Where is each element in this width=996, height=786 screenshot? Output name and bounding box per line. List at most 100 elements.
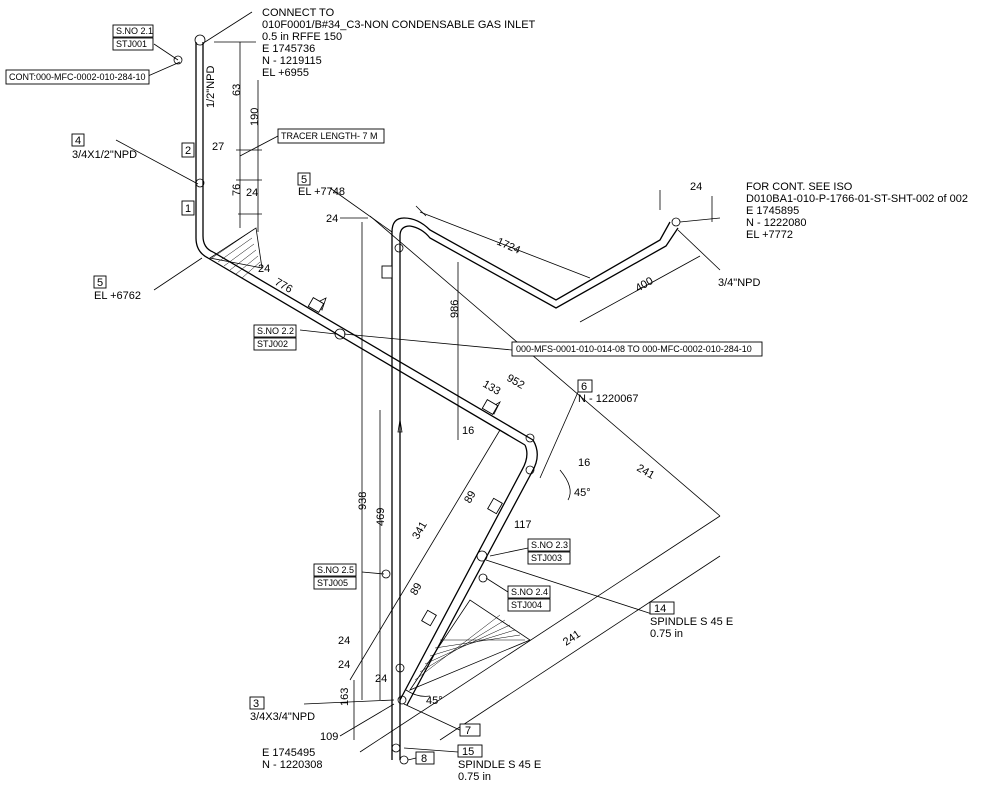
dim-163: 163 (339, 688, 351, 706)
connect-east: E 1745736 (262, 43, 315, 55)
item-1-number: 1 (185, 203, 191, 215)
dim-16-b: 16 (578, 457, 590, 469)
connect-line: 010F0001/B#34_C3-NON CONDENSABLE GAS INL… (262, 19, 536, 31)
pipe-diagonal-776-b (212, 251, 534, 441)
pipe-top-run (403, 217, 671, 301)
connect-size: 0.5 in RFFE 150 (262, 31, 342, 43)
dim-76: 76 (231, 184, 243, 196)
cont-top-title: FOR CONT. SEE ISO (746, 181, 853, 193)
item-6-number: 6 (581, 381, 587, 393)
tracer-label: TRACER LENGTH- 7 M (281, 131, 378, 141)
bottom-north: N - 1220308 (262, 759, 323, 771)
stj-005: STJ005 (317, 578, 348, 588)
stj-001: STJ001 (116, 39, 147, 49)
dim-24-a: 24 (246, 187, 258, 199)
stj-004: STJ004 (511, 600, 542, 610)
dim-45-a: 45° (574, 487, 591, 499)
dim-400: 400 (634, 275, 656, 295)
dim-952: 952 (505, 372, 527, 392)
cont-top-iso: D010BA1-010-P-1766-01-ST-SHT-002 of 002 (746, 193, 968, 205)
dim-133: 133 (481, 378, 503, 398)
pipe-diagonal-776 (207, 257, 526, 446)
spec-markers (307, 265, 503, 627)
dimension-lines (204, 11, 721, 753)
leader-lines (115, 43, 721, 761)
sno-tag-2-5: S.NO 2.5 STJ005 (313, 563, 357, 590)
item-5a-number: 5 (301, 174, 307, 186)
dim-89-a: 89 (462, 489, 479, 506)
item-3-number: 3 (253, 698, 259, 710)
item-2-number: 2 (185, 145, 191, 157)
dim-117: 117 (514, 519, 532, 531)
hatch-lower (408, 599, 531, 691)
dim-109: 109 (320, 731, 338, 743)
item-14-size: 0.75 in (650, 628, 683, 640)
stj-003: STJ003 (531, 553, 562, 563)
bottom-east: E 1745495 (262, 747, 315, 759)
dim-89-b: 89 (408, 581, 425, 598)
npd-half-label: 1/2"NPD (205, 66, 217, 108)
connect-title: CONNECT TO (262, 7, 335, 19)
item-7-number: 7 (465, 725, 471, 737)
sno-2-1: S.NO 2.1 (116, 26, 153, 36)
dim-24-g: 24 (375, 673, 387, 685)
cont-left-box (5, 69, 150, 85)
pipe-diagonal-341 (399, 444, 528, 701)
cont-top-north: N - 1222080 (746, 217, 807, 229)
item-5b-number: 5 (97, 277, 103, 289)
cont-top-east: E 1745895 (746, 205, 799, 217)
dim-469: 469 (375, 508, 387, 526)
dim-190: 190 (249, 108, 261, 126)
dim-776: 776 (273, 276, 295, 296)
item-5a-text: EL +7748 (298, 186, 345, 198)
dim-63: 63 (231, 84, 243, 96)
sno-2-2: S.NO 2.2 (257, 326, 294, 336)
pipe-vertical-riser (391, 217, 405, 760)
item-5b-text: EL +6762 (94, 290, 141, 302)
line-ref-label: 000-MFS-0001-010-014-08 TO 000-MFC-0002-… (516, 344, 752, 354)
dim-938: 938 (357, 492, 369, 510)
pipe-vertical-upper-left (195, 42, 209, 259)
sno-tag-2-2: S.NO 2.2 STJ002 (253, 324, 297, 351)
connect-elevation: EL +6955 (262, 67, 309, 79)
item-3-text: 3/4X3/4"NPD (250, 711, 315, 723)
pipe-diagonal-341-b (406, 439, 538, 706)
sno-2-4: S.NO 2.4 (511, 587, 548, 597)
cont-top-elevation: EL +7772 (746, 229, 793, 241)
sno-tag-2-3: S.NO 2.3 STJ003 (527, 538, 571, 565)
dim-45-b: 45° (426, 695, 443, 707)
item-4-text: 3/4X1/2"NPD (72, 149, 137, 161)
dim-24-f: 24 (338, 659, 350, 671)
item-14-text: SPINDLE S 45 E (650, 616, 733, 628)
dim-16-a: 16 (462, 425, 474, 437)
cont-left-label: CONT:000-MFC-0002-010-284-10 (9, 72, 146, 82)
item-4-number: 4 (75, 135, 81, 147)
item-15-text: SPINDLE S 45 E (458, 759, 541, 771)
dim-24-e: 24 (338, 635, 350, 647)
npd-34-label: 3/4"NPD (718, 277, 760, 289)
hatch-upper (208, 227, 263, 279)
pipe-top-run-b (409, 225, 679, 309)
dim-24-d: 24 (690, 181, 702, 193)
line-ref-box (511, 341, 763, 357)
dim-241-b: 241 (561, 628, 583, 648)
dim-24-c: 24 (326, 213, 338, 225)
dim-24-b: 24 (258, 263, 270, 275)
pipe-vertical-upper-left-b (202, 42, 214, 253)
dim-341: 341 (410, 520, 430, 542)
connect-north: N - 1219115 (262, 55, 322, 67)
sno-tag-2-4: S.NO 2.4 STJ004 (507, 585, 551, 612)
dim-986: 986 (449, 300, 461, 318)
item-15-size: 0.75 in (458, 771, 491, 783)
sno-tag-2-1: S.NO 2.1 STJ001 (112, 24, 154, 51)
item-14-number: 14 (654, 603, 666, 615)
dim-241-a: 241 (635, 462, 657, 482)
stj-002: STJ002 (257, 339, 288, 349)
item-15-number: 15 (462, 746, 474, 758)
item-6-text: N - 1220067 (578, 393, 639, 405)
sno-2-3: S.NO 2.3 (531, 540, 568, 550)
dim-1724: 1724 (495, 236, 522, 257)
sno-2-5: S.NO 2.5 (317, 565, 354, 575)
tracer-box (277, 128, 385, 144)
